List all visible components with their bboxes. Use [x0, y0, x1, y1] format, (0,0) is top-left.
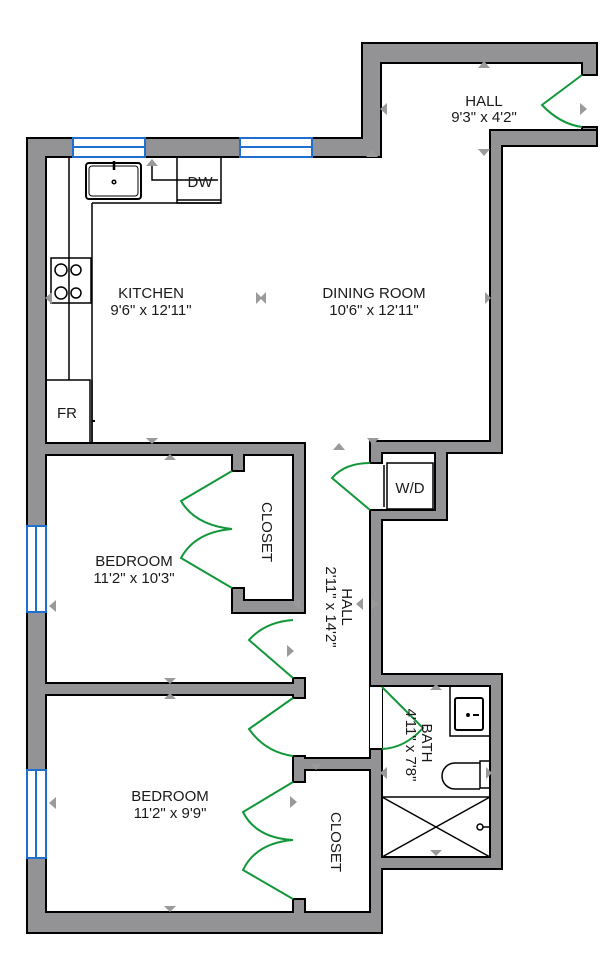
room-label-bath: BATH — [418, 724, 435, 763]
door-closet-1[interactable] — [179, 470, 233, 589]
bath-fixtures — [381, 685, 491, 858]
kitchen-sink-icon — [85, 161, 142, 200]
room-dims-bedroom-1: 11'2" x 10'3" — [93, 570, 174, 587]
windows — [26, 137, 313, 859]
room-labels: HALL 9'3" x 4'2" KITCHEN 9'6" x 12'11" D… — [57, 93, 517, 872]
dishwasher-icon — [151, 156, 222, 204]
room-dims-bath: 4'11" x 7'8" — [402, 709, 419, 782]
room-label-hall-center: HALL — [338, 588, 355, 626]
room-dims-hall-top: 9'3" x 4'2" — [451, 109, 517, 126]
door-closet-2[interactable] — [241, 781, 294, 900]
washer-dryer-icon — [383, 462, 434, 510]
kitchen-fixtures — [45, 156, 222, 444]
room-label-kitchen: KITCHEN — [118, 285, 184, 302]
openings — [294, 76, 597, 756]
bath-sink-icon — [449, 685, 491, 737]
door-bedroom-2[interactable] — [247, 697, 294, 757]
door-wd[interactable] — [330, 462, 371, 511]
room-label-hall-top: HALL — [465, 93, 503, 110]
door-entry[interactable] — [540, 74, 583, 128]
room-label-bedroom-1: BEDROOM — [95, 553, 173, 570]
appliance-label-dishwasher: DW — [188, 174, 214, 191]
window-kitchen-1 — [72, 137, 146, 158]
room-dims-hall-center: 2'11" x 14'2" — [322, 566, 339, 647]
room-label-bedroom-2: BEDROOM — [131, 788, 209, 805]
room-label-closet-1: CLOSET — [258, 502, 275, 562]
dimension-markers — [45, 61, 587, 912]
fridge-icon — [45, 379, 95, 444]
appliance-label-washer-dryer: W/D — [395, 480, 424, 497]
room-dims-bedroom-2: 11'2" x 9'9" — [134, 805, 207, 822]
room-dims-kitchen: 9'6" x 12'11" — [110, 302, 191, 319]
wall-fills — [28, 44, 596, 932]
door-bedroom-1[interactable] — [247, 619, 294, 679]
window-bedroom-1 — [26, 525, 47, 613]
toilet-icon — [441, 760, 491, 790]
window-bedroom-2 — [26, 769, 47, 859]
room-dims-dining: 10'6" x 12'11" — [329, 302, 419, 319]
room-label-dining: DINING ROOM — [322, 285, 425, 302]
appliance-label-fridge: FR — [57, 405, 77, 422]
window-kitchen-2 — [239, 137, 313, 158]
door-bath[interactable] — [381, 686, 425, 750]
walls — [26, 42, 598, 934]
shower-icon — [381, 796, 491, 858]
room-label-closet-2: CLOSET — [327, 812, 344, 872]
stove-icon — [50, 257, 92, 304]
opening-edges — [293, 462, 382, 757]
doors — [179, 74, 583, 900]
